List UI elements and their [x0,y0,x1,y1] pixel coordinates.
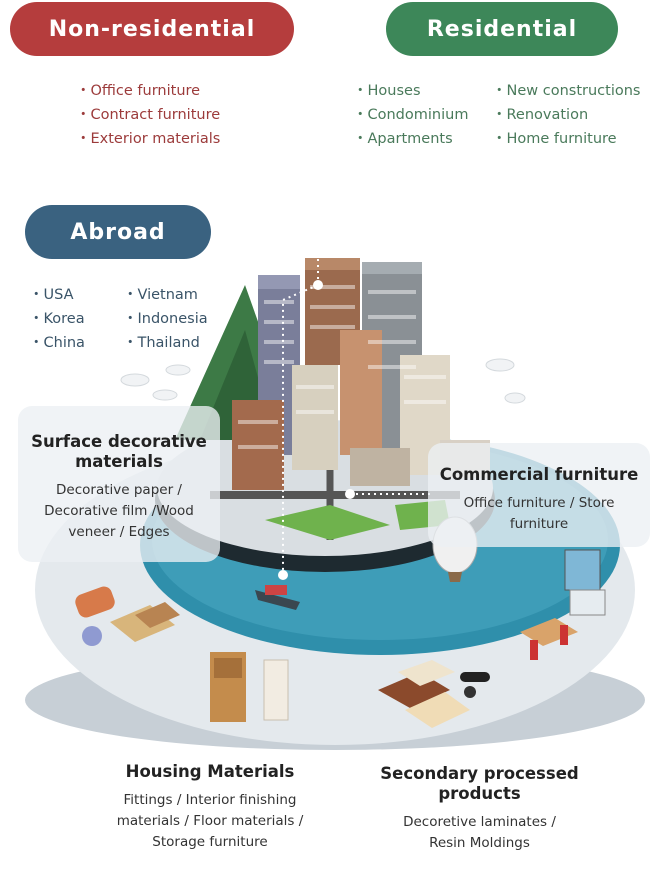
residential-list-left: Houses Condominium Apartments [353,79,469,151]
housing-materials-label: Housing Materials Fittings / Interior fi… [100,762,320,853]
connector-dot [278,570,288,580]
list-item: Condominium [353,103,469,127]
commercial-furniture-callout: Commercial furniture Office furniture / … [428,443,650,547]
abroad-list-left: USA Korea China [29,283,85,355]
list-item: Indonesia [123,307,208,331]
cargo-ship [255,585,300,610]
residential-list-right: New constructions Renovation Home furnit… [492,79,641,151]
list-item: Houses [353,79,468,103]
surface-decorative-callout: Surface decorative materials Decorative … [18,406,220,562]
connector-dot [345,489,355,499]
list-item: Exterior materials [76,127,221,151]
list-item: Contract furniture [76,103,221,127]
list-item: Home furniture [492,127,640,151]
surface-decorative-title: Surface decorative materials [31,432,207,471]
housing-materials-desc: Fittings / Interior finishing materials … [116,792,304,850]
abroad-header: Abroad [25,205,211,259]
residential-header: Residential [386,2,618,56]
cabinet-door-icons [210,652,289,722]
non-residential-header: Non-residential [10,2,294,56]
decorative-roll-icons [75,586,180,646]
list-item: Office furniture [76,79,220,103]
clouds [120,358,526,404]
secondary-products-title: Secondary processed products [380,764,579,803]
secondary-products-desc: Decoretive laminates / Resin Moldings [403,814,556,851]
connector-lines [282,135,430,575]
buildings [232,258,490,490]
list-item: New constructions [492,79,641,103]
list-item: Vietnam [123,283,208,307]
commercial-furniture-desc: Office furniture / Store furniture [463,495,615,532]
abroad-list-right: Vietnam Indonesia Thailand [123,283,208,355]
connector-dot [313,280,323,290]
list-item: Apartments [353,127,468,151]
list-item: China [29,331,85,355]
housing-materials-title: Housing Materials [125,762,295,781]
surface-decorative-desc: Decorative paper / Decorative film /Wood… [44,482,194,540]
secondary-products-label: Secondary processed products Decoretive … [372,764,587,854]
laminate-icons [378,660,490,728]
list-item: Renovation [492,103,640,127]
park [265,505,390,540]
store-furniture-icons [520,549,606,660]
list-item: Korea [29,307,85,331]
list-item: Thailand [123,331,208,355]
commercial-furniture-title: Commercial furniture [439,465,639,484]
list-item: USA [29,283,85,307]
non-residential-list: Office furniture Contract furniture Exte… [76,79,221,151]
